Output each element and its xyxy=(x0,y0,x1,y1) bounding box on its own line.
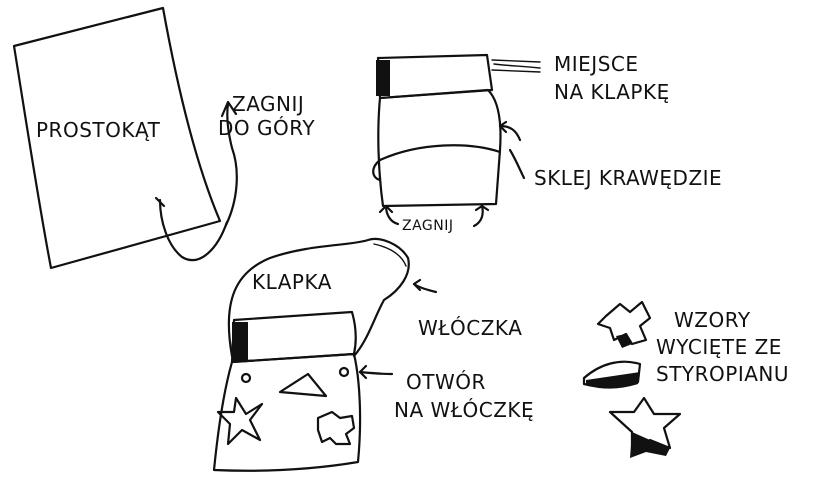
flap-strip-shading xyxy=(376,60,390,96)
bag-triangle-pattern xyxy=(278,372,328,398)
label-flap-place-line1: MIEJSCE xyxy=(554,52,639,76)
label-glue-edges: SKLEJ KRAWĘDZIE xyxy=(534,166,723,190)
label-flap: KLAPKA xyxy=(252,270,332,294)
label-hole: OTWÓR NA WŁÓCZKĘ xyxy=(394,370,534,422)
pouch-body xyxy=(377,88,502,208)
fold-curl xyxy=(158,198,229,262)
bag-puzzle-pattern xyxy=(316,410,356,446)
fold-up-arrow xyxy=(224,102,238,227)
bag-strap xyxy=(227,237,410,358)
paper-rectangle xyxy=(12,6,222,270)
label-yarn: WŁÓCZKA xyxy=(418,316,523,340)
label-fold-up: ZAGNIJ DO GÓRY xyxy=(218,92,315,140)
bag-flap-shading xyxy=(232,322,248,362)
label-flap-place-line2: NA KLAPKĘ xyxy=(554,80,670,104)
label-fold-up-line2: DO GÓRY xyxy=(218,116,316,140)
glue-edge-marker xyxy=(508,148,526,180)
bag-star-pattern xyxy=(216,396,264,446)
pouch-fold-line xyxy=(378,144,502,162)
flap-place-pointer xyxy=(493,63,541,69)
label-flap-place: MIEJSCE NA KLAPKĘ xyxy=(554,52,670,104)
label-hole-line1: OTWÓR xyxy=(406,370,486,394)
label-patterns: WZORY WYCIĘTE ZE STYROPIANU xyxy=(656,308,789,386)
label-patterns-line2: WYCIĘTE ZE xyxy=(656,335,782,359)
bag-body xyxy=(212,352,362,472)
label-rectangle: PROSTOKĄT xyxy=(36,118,161,142)
label-patterns-line3: STYROPIANU xyxy=(656,362,790,386)
foam-cross-shape xyxy=(596,300,652,346)
label-fold-up-line1: ZAGNIJ xyxy=(232,92,305,116)
glue-edge-arrow xyxy=(498,124,522,142)
label-hole-line2: NA WŁÓCZKĘ xyxy=(394,398,535,422)
label-patterns-line1: WZORY xyxy=(674,308,751,332)
label-fold: ZAGNIJ xyxy=(402,218,454,234)
hole-arrow xyxy=(358,370,394,376)
strap-hole-left xyxy=(240,372,252,384)
fold-bottom-arrow xyxy=(384,204,400,226)
strap-hole-right xyxy=(338,366,350,378)
